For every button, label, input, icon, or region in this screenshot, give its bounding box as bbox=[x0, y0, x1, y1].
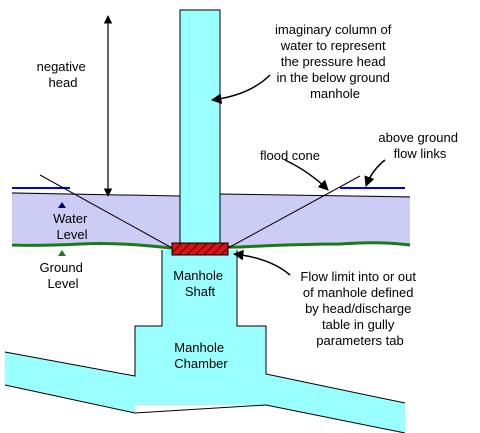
flood-cone-left bbox=[39, 174, 173, 249]
negative-head-label: negative head bbox=[37, 59, 90, 90]
manhole-chamber-label: Manhole Chamber bbox=[174, 340, 228, 371]
manhole-outline-bottom-left bbox=[4, 384, 267, 414]
water-level-marker-icon bbox=[58, 202, 66, 208]
water-level-label: Water Level bbox=[53, 211, 91, 242]
imaginary-water-column bbox=[179, 9, 221, 246]
flow-limit-label: Flow limit into or out of manhole define… bbox=[300, 269, 419, 348]
manhole-chamber bbox=[135, 326, 266, 405]
manhole-shaft-label: Manhole Shaft bbox=[173, 268, 227, 299]
imaginary-column-label: imaginary column of water to represent t… bbox=[275, 22, 395, 101]
flood-cone-label: flood cone bbox=[260, 148, 320, 163]
ground-level-label: Ground Level bbox=[40, 260, 87, 291]
column-callout-arrow bbox=[210, 74, 271, 104]
ground-level-marker-icon bbox=[58, 250, 66, 256]
flow-limit-bar bbox=[171, 242, 229, 256]
manhole-outline-right bbox=[236, 250, 406, 404]
ground-line bbox=[11, 241, 411, 250]
manhole-outline-left bbox=[4, 250, 163, 377]
above-ground-callout-arrow bbox=[364, 159, 386, 187]
above-ground-links-label: above ground flow links bbox=[378, 130, 461, 161]
flood-cone-right bbox=[227, 175, 361, 249]
manhole-outline-bottom-right bbox=[265, 404, 406, 433]
flow-limit-callout-arrow bbox=[232, 249, 291, 276]
flood-cone-callout-arrow bbox=[284, 159, 329, 191]
manhole-shaft bbox=[162, 250, 237, 327]
